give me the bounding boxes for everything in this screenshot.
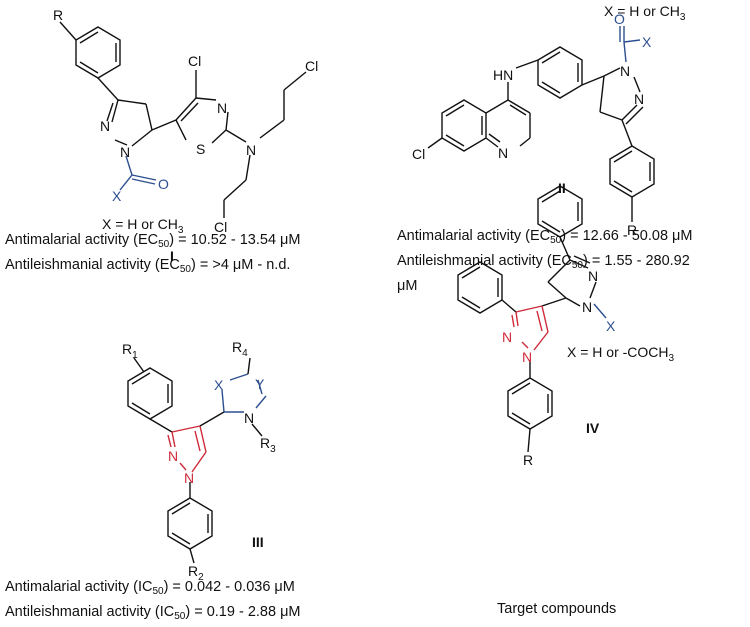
antileishmanial-activity-I: Antileishmanial activity (EC50) = >4 μM … <box>5 257 291 275</box>
left-phenyl-IV <box>457 261 503 314</box>
top-phenyl-III <box>127 367 173 420</box>
antimalarial-activity-II: Antimalarial activity (EC50) = 12.66 - 5… <box>397 228 693 246</box>
compound-IV-atoms: N N X N N R X = H or -COCH3 IV <box>502 268 675 468</box>
atom-Cl-I-chain1: Cl <box>305 58 318 74</box>
target-compounds-caption: Target compounds <box>497 601 617 617</box>
atom-N2-IV: N <box>588 268 598 284</box>
atom-X-IV: X <box>606 318 616 334</box>
substituent-note-IV: X = H or -COCH3 <box>567 344 675 364</box>
atom-N-ring-III: N <box>244 410 254 426</box>
atom-O-II: O <box>614 11 625 27</box>
atom-N2-II: N <box>634 91 644 107</box>
atom-N-quinoline: N <box>498 145 508 161</box>
atom-HN-II: HN <box>493 67 513 83</box>
quinoline-benzo-ring <box>441 99 487 152</box>
phenyl-ring-I <box>75 26 121 79</box>
compound-label-II: II <box>558 180 566 196</box>
antileishmanial-activity-II: Antileishmanial activity (EC50) = 1.55 -… <box>397 253 690 271</box>
atom-X-III: X <box>214 377 224 393</box>
atom-N1-IV: N <box>582 299 592 315</box>
atom-Cl-I-chain2: Cl <box>214 219 227 235</box>
atom-Cl-I-thiazole: Cl <box>188 53 201 69</box>
compound-III-atoms: R1 R4 X Y N R3 N N R2 III <box>122 339 276 583</box>
antimalarial-activity-III: Antimalarial activity (IC50) = 0.042 - 0… <box>5 579 295 597</box>
atom-N1-I: N <box>120 144 130 160</box>
atom-R4-III: R4 <box>232 339 248 359</box>
atom-N1-II: N <box>620 63 630 79</box>
compound-label-III: III <box>252 534 264 550</box>
atom-O-I: O <box>158 176 169 192</box>
atom-R-II: R <box>627 222 637 238</box>
atom-N1-III: N <box>184 470 194 486</box>
compound-I-atoms: R N N X O Cl N S N Cl Cl X = H or CH3 I <box>53 7 318 264</box>
atom-N2-pyrazole-IV: N <box>502 329 512 345</box>
compound-III-structure <box>127 357 267 564</box>
bottom-phenyl-II <box>609 145 655 198</box>
atom-S-I: S <box>196 141 205 157</box>
antileishmanial-activity-III: Antileishmanial activity (IC50) = 0.19 -… <box>5 604 301 622</box>
atom-R-I: R <box>53 7 63 23</box>
atom-R3-III: R3 <box>260 435 276 455</box>
antimalarial-activity-I: Antimalarial activity (EC50) = 10.52 - 1… <box>5 232 301 250</box>
substituent-note-I: X = H or CH3 <box>102 216 184 236</box>
atom-N1-pyrazole-IV: N <box>522 349 532 365</box>
antileishmanial-activity-II-wrap: μM <box>397 278 418 294</box>
bottom-phenyl-IV <box>507 377 553 430</box>
activity-block-II: Antimalarial activity (EC50) = 12.66 - 5… <box>397 226 693 297</box>
activity-block-III: Antimalarial activity (IC50) = 0.042 - 0… <box>5 577 301 627</box>
atom-R1-III: R1 <box>122 341 138 361</box>
compound-label-I: I <box>170 248 174 264</box>
atom-N2-III: N <box>168 448 178 464</box>
compound-IV-structure <box>457 185 607 453</box>
compound-II-structure <box>427 26 655 222</box>
atom-Y-III: Y <box>255 376 265 392</box>
compound-label-IV: IV <box>586 420 600 436</box>
atom-Namine-I: N <box>246 142 256 158</box>
compound-I-structure <box>59 21 307 218</box>
atom-N3-I: N <box>217 100 227 116</box>
compound-II-atoms: X = H or CH3 O X N N HN N Cl R II <box>412 3 686 238</box>
substituent-note-II: X = H or CH3 <box>604 3 686 23</box>
atom-R-IV: R <box>523 452 533 468</box>
atom-X-I: X <box>112 188 122 204</box>
bottom-phenyl-III <box>167 497 213 550</box>
atom-X-II: X <box>642 34 652 50</box>
activity-block-I: Antimalarial activity (EC50) = 10.52 - 1… <box>5 230 301 280</box>
atom-R2-III: R2 <box>188 563 204 583</box>
central-phenyl-II <box>537 46 583 99</box>
atom-N2-I: N <box>100 118 110 134</box>
atom-Cl-II: Cl <box>412 146 425 162</box>
